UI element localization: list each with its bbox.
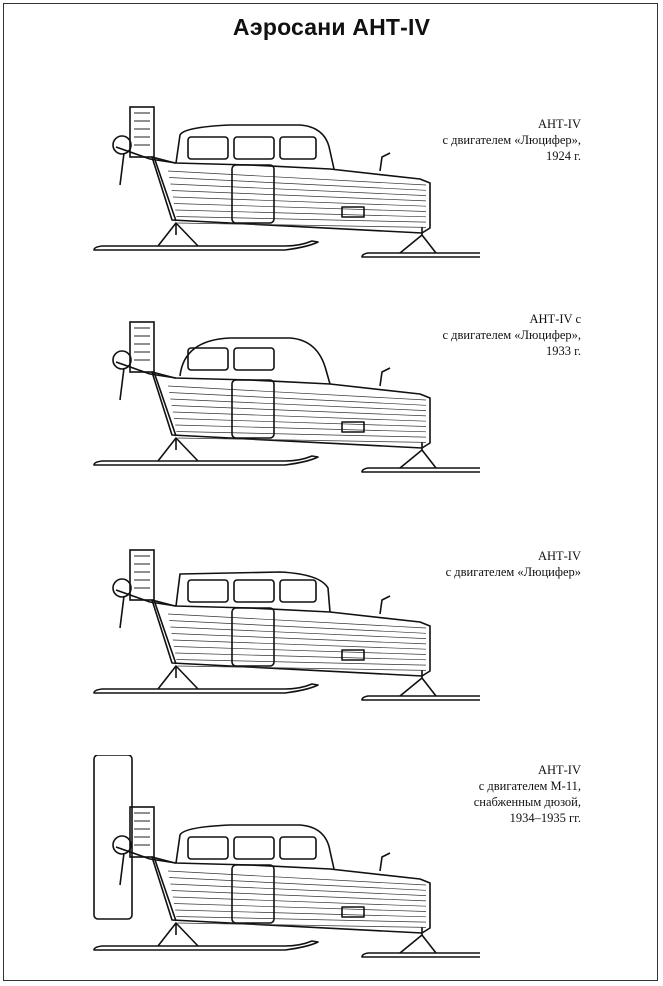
front-ski: [93, 683, 319, 694]
rear-ski: [361, 695, 480, 701]
front-ski: [93, 455, 319, 466]
caption-1: АНТ-IV с двигателем «Люцифер», 1924 г.: [361, 116, 581, 164]
page-title: Аэросани АНТ-IV: [232, 14, 431, 40]
rear-ski-strut: [399, 670, 437, 697]
caption-3: АНТ-IV с двигателем «Люцифер»: [361, 548, 581, 580]
cabin-window: [187, 136, 229, 160]
propeller-hub: [112, 835, 132, 855]
engine-frame: [115, 361, 177, 437]
caption-4-line-1: АНТ-IV: [537, 763, 581, 777]
cabin-roof: [175, 124, 335, 170]
page-border: [3, 3, 658, 981]
rear-post: [379, 595, 391, 615]
hull-hatch: [341, 421, 365, 433]
hull-outline: [151, 599, 431, 677]
engine-cylinders: [134, 555, 150, 589]
front-ski: [93, 240, 319, 251]
rear-ski-strut: [399, 227, 437, 254]
hull-planking: [167, 870, 427, 928]
engine-block: [129, 321, 155, 373]
aerosled-drawing-2: [80, 310, 480, 490]
caption-4-line-3: снабженным дюзой,: [473, 795, 581, 809]
cabin-window: [187, 836, 229, 860]
rear-post: [379, 852, 391, 872]
hull-hatch: [341, 906, 365, 918]
cabin-window: [279, 836, 317, 860]
caption-4-line-2: с двигателем М-11,: [478, 779, 581, 793]
cabin-window: [233, 347, 275, 371]
rear-ski: [361, 252, 480, 258]
caption-2-line-3: 1933 г.: [546, 344, 581, 358]
hull-outline: [151, 156, 431, 234]
cabin-window: [187, 347, 229, 371]
front-ski: [93, 940, 319, 951]
cabin-window: [187, 579, 229, 603]
caption-1-line-2: с двигателем «Люцифер»,: [442, 133, 581, 147]
rear-ski-strut: [399, 927, 437, 954]
hull-hatch: [341, 206, 365, 218]
engine-frame: [115, 589, 177, 665]
engine-frame: [115, 146, 177, 222]
front-ski-strut: [157, 222, 199, 247]
cabin-door: [231, 864, 275, 924]
front-ski-strut: [157, 922, 199, 947]
caption-2-line-1: АНТ-IV с: [529, 312, 582, 326]
front-ski-strut: [157, 437, 199, 462]
engine-cylinders: [134, 112, 150, 146]
hull-planking: [167, 385, 427, 443]
cabin-window: [233, 136, 275, 160]
engine-block: [129, 549, 155, 601]
cabin-door: [231, 607, 275, 667]
cabin-door: [231, 164, 275, 224]
rear-post: [379, 367, 391, 387]
front-ski-strut: [157, 665, 199, 690]
hull-planking: [167, 170, 427, 228]
rear-ski-strut: [399, 442, 437, 469]
engine-block: [129, 106, 155, 158]
engine-cylinders: [134, 812, 150, 846]
cabin-door: [231, 379, 275, 439]
cabin-window: [279, 579, 317, 603]
cabin-roof: [175, 824, 335, 870]
caption-3-line-1: АНТ-IV: [537, 549, 581, 563]
propeller-hub: [112, 135, 132, 155]
cabin-window: [233, 579, 275, 603]
rear-ski: [361, 952, 480, 958]
aerosled-drawing-1: [80, 95, 480, 275]
caption-3-line-2: с двигателем «Люцифер»: [445, 565, 581, 579]
engine-frame: [115, 846, 177, 922]
rear-ski: [361, 467, 480, 473]
hull-planking: [167, 613, 427, 671]
caption-1-line-1: АНТ-IV: [537, 117, 581, 131]
propeller-hub: [112, 578, 132, 598]
caption-2: АНТ-IV с с двигателем «Люцифер», 1933 г.: [361, 311, 581, 359]
caption-2-line-2: с двигателем «Люцифер»,: [442, 328, 581, 342]
cabin-roof: [179, 337, 331, 385]
cabin-roof: [175, 571, 331, 613]
aerosled-drawing-4: [80, 755, 480, 975]
hull-outline: [151, 371, 431, 449]
cabin-window: [279, 136, 317, 160]
hull-outline: [151, 856, 431, 934]
propeller-hub: [112, 350, 132, 370]
engine-cylinders: [134, 327, 150, 361]
engine-block: [129, 806, 155, 858]
propeller-duct: [93, 755, 133, 920]
caption-1-line-3: 1924 г.: [546, 149, 581, 163]
cabin-window: [233, 836, 275, 860]
aerosled-drawing-3: [80, 538, 480, 718]
caption-4: АНТ-IV с двигателем М-11, снабженным дюз…: [361, 762, 581, 826]
hull-hatch: [341, 649, 365, 661]
rear-post: [379, 152, 391, 172]
caption-4-line-4: 1934–1935 гг.: [509, 811, 581, 825]
